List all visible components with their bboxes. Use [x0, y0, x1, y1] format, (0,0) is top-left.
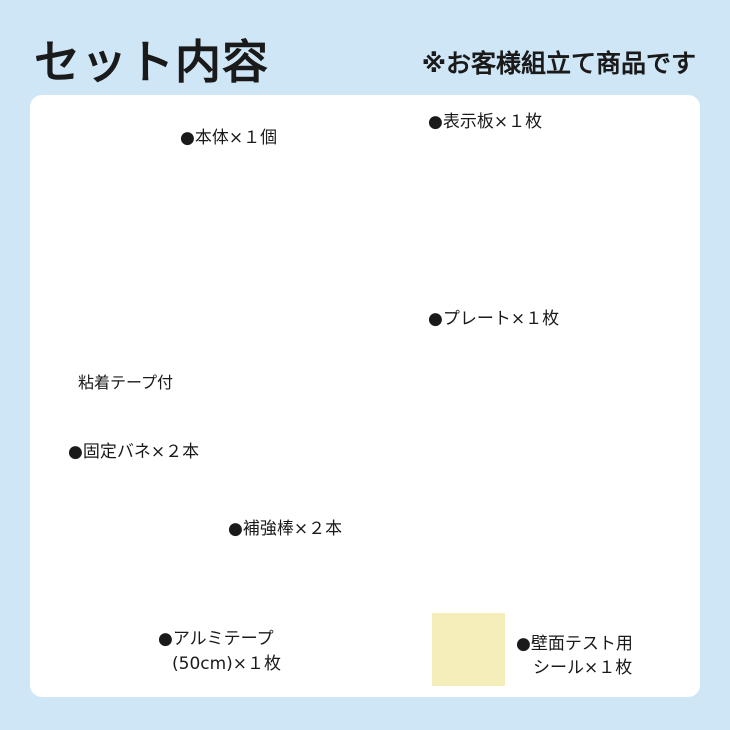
rod-label: ●補強棒×２本	[228, 519, 343, 539]
body-label: ●本体×１個	[180, 128, 278, 148]
wall-test-seal-label-line1: ●壁面テスト用	[516, 634, 633, 654]
spring-label: ●固定バネ×２本	[68, 442, 200, 462]
aluminium-tape-label-line2: (50cm)×１枚	[172, 654, 282, 674]
plate-label: ●プレート×１枚	[428, 309, 560, 329]
wall-test-seal-illustration	[432, 613, 505, 686]
assembly-note: ※お客様組立て商品です	[421, 49, 696, 78]
page-title: セット内容	[34, 35, 269, 89]
aluminium-tape-label-line1: ●アルミテープ	[158, 629, 274, 649]
adhesive-label: 粘着テープ付	[78, 373, 174, 392]
signboard-label: ●表示板×１枚	[428, 112, 543, 132]
wall-test-seal-label-line2: シール×１枚	[533, 658, 633, 678]
contents-panel: ●本体×１個 粘着テープ付	[30, 95, 700, 697]
